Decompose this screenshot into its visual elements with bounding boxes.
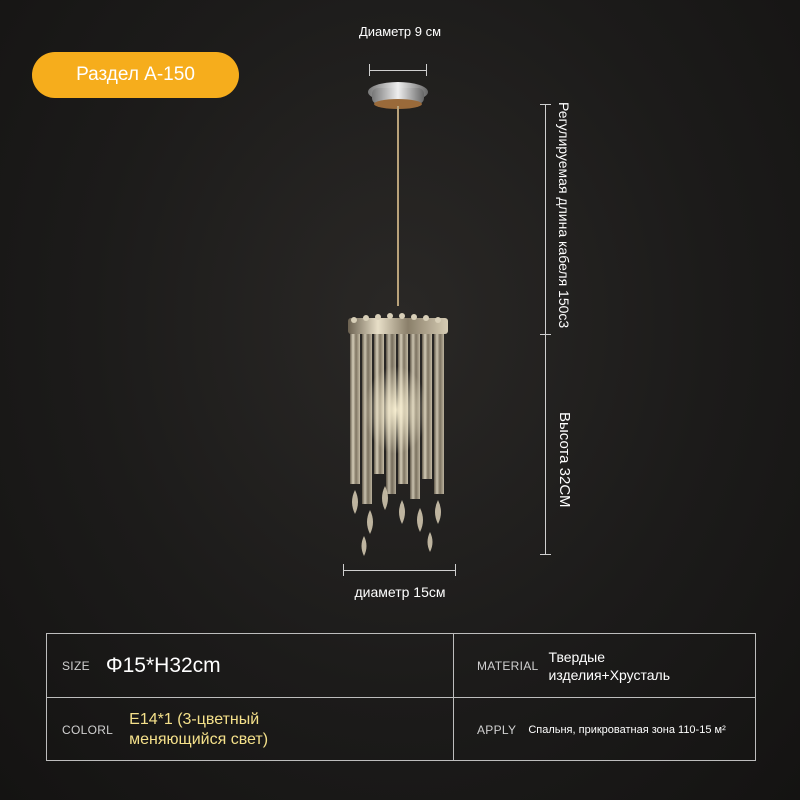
spec-size-value: Φ15*H32cm <box>105 653 221 677</box>
section-badge: Раздел A-150 <box>32 52 239 98</box>
spec-apply-label: APPLY <box>477 722 517 737</box>
bottom-diameter-line <box>343 570 456 571</box>
spec-material-value: Твердые изделия+Хрусталь <box>549 648 670 684</box>
pendant-lamp-image <box>348 82 448 556</box>
height-tick-top <box>540 104 551 105</box>
bottom-diameter-label: диаметр 15см <box>354 584 446 600</box>
spec-size-label: SIZE <box>62 658 90 673</box>
height-label: Высота 32СМ <box>556 412 573 508</box>
spec-color-label: COLORL <box>62 722 114 737</box>
spec-apply: APPLY Спальня, прикроватная зона 110-15 … <box>477 698 726 761</box>
spec-size: SIZE Φ15*H32cm <box>62 634 221 697</box>
height-tick-bottom <box>540 554 551 555</box>
top-diameter-line <box>369 70 427 71</box>
top-diameter-label: Диаметр 9 см <box>358 24 442 39</box>
section-badge-label: Раздел A-150 <box>76 64 195 85</box>
spec-material-value-line2: изделия+Хрусталь <box>548 666 671 683</box>
spec-color: COLORL E14*1 (3-цветный меняющийся свет) <box>62 698 268 761</box>
height-tick-mid <box>540 334 551 335</box>
top-diameter-tick-left <box>369 64 370 76</box>
spec-color-value: E14*1 (3-цветный меняющийся свет) <box>129 710 268 750</box>
spec-color-value-line1: E14*1 (3-цветный <box>129 710 260 728</box>
spec-material-label: MATERIAL <box>477 658 539 673</box>
top-diameter-tick-right <box>426 64 427 76</box>
spec-material: MATERIAL Твердые изделия+Хрусталь <box>477 634 670 697</box>
height-dimension-line <box>545 104 546 554</box>
bottom-diameter-tick-right <box>455 564 456 576</box>
cable-length-label: Регулируемая длина кабеля 150с3 <box>556 102 572 329</box>
spec-table: SIZE Φ15*H32cm MATERIAL Твердые изделия+… <box>46 633 756 761</box>
spec-material-value-line1: Твердые <box>548 648 606 665</box>
spec-apply-value: Спальня, прикроватная зона 110-15 м² <box>528 723 726 736</box>
bottom-diameter-tick-left <box>343 564 344 576</box>
spec-table-hdivider <box>47 697 755 698</box>
spec-color-value-line2: меняющийся свет) <box>129 730 269 748</box>
